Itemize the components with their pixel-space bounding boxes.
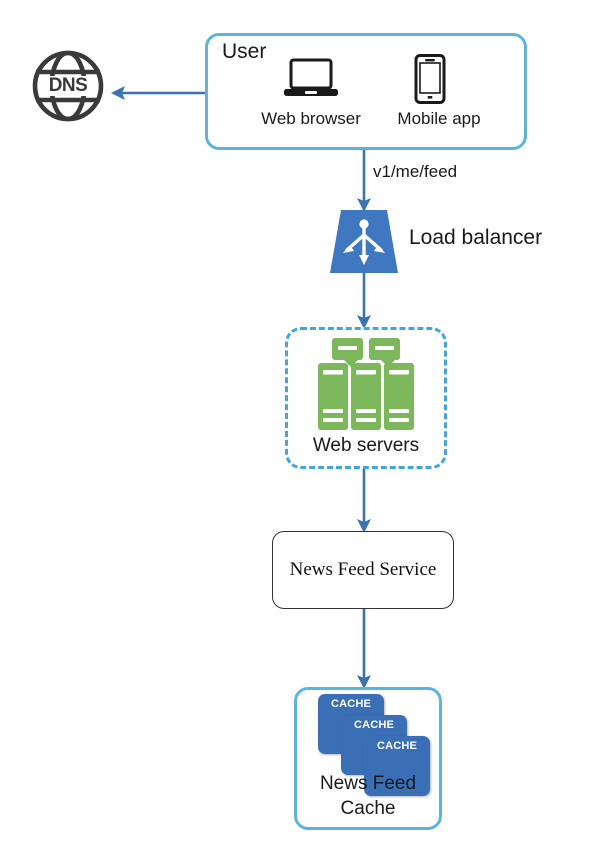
globe-icon [32,50,104,122]
web-servers-label: Web servers [312,435,420,456]
news-feed-cache-label-line1: News Feed [319,773,417,794]
dns-label: DNS [48,75,88,96]
mobile-app-device[interactable] [414,54,446,109]
smartphone-icon [414,54,446,104]
api-path-label: v1/me/feed [373,162,458,181]
dns-node[interactable]: DNS [30,45,106,127]
load-balancer-node[interactable] [330,210,398,278]
user-group-box[interactable] [205,33,527,150]
mobile-app-label: Mobile app [397,109,481,128]
cache-card-label: CACHE [376,740,418,752]
news-feed-service-node[interactable]: News Feed Service [272,531,454,609]
news-feed-service-label: News Feed Service [289,559,437,580]
web-browser-device[interactable] [284,58,338,105]
load-balancer-icon [330,210,398,273]
web-servers-node[interactable] [318,338,414,435]
cache-card[interactable]: CACHE [364,736,430,796]
load-balancer-label: Load balancer [409,226,543,249]
server-rack-icon [318,338,414,430]
user-group-title: User [222,40,267,63]
web-browser-label: Web browser [261,109,361,128]
news-feed-cache-label-line2: Cache [340,798,396,819]
cache-card-label: CACHE [353,719,395,731]
news-feed-cache-label: News Feed Cache [294,771,442,821]
cache-card-label: CACHE [330,698,372,710]
laptop-icon [284,58,338,96]
